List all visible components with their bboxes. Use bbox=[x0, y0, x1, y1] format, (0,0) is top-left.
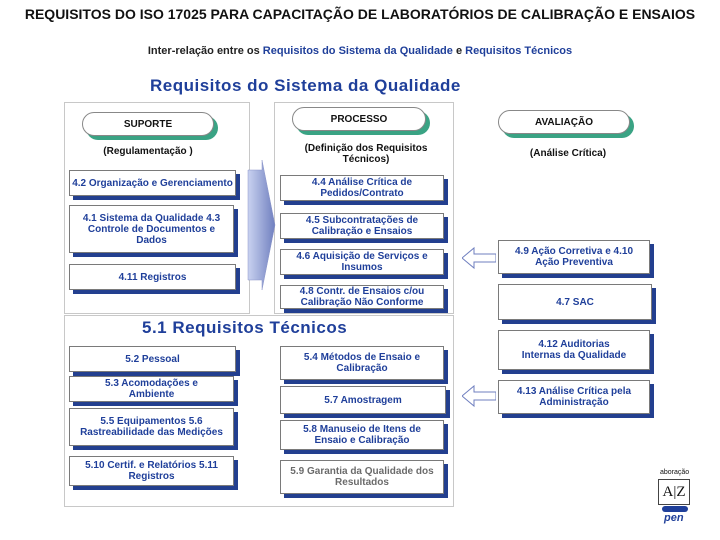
tech-left-item: 5.10 Certif. e Relatórios 5.11 Registros bbox=[69, 456, 234, 486]
quality-right-item: 4.12 Auditorias Internas da Qualidade bbox=[498, 330, 650, 370]
quality-right-item: 4.13 Análise Crítica pela Administração bbox=[498, 380, 650, 414]
tech-middle-item: 5.4 Métodos de Ensaio e Calibração bbox=[280, 346, 444, 380]
tech-middle-item: 5.7 Amostragem bbox=[280, 386, 446, 414]
tech-middle-item: 5.8 Manuseio de Itens de Ensaio e Calibr… bbox=[280, 420, 444, 450]
technical-title: 5.1 Requisitos Técnicos bbox=[142, 318, 348, 337]
flow-arrow-icon bbox=[247, 160, 276, 290]
processo-panel bbox=[274, 102, 454, 314]
processo-pill: PROCESSO bbox=[292, 107, 426, 131]
tech-left-item: 5.5 Equipamentos 5.6 Rastreabilidade das… bbox=[69, 408, 234, 446]
tech-left-item: 5.3 Acomodações e Ambiente bbox=[69, 376, 234, 402]
quality-system-title: Requisitos do Sistema da Qualidade bbox=[150, 76, 461, 95]
quality-right-item: 4.7 SAC bbox=[498, 284, 652, 320]
subtitle-part3: e bbox=[452, 45, 466, 57]
quality-left-item: 4.1 Sistema da Qualidade 4.3 Controle de… bbox=[69, 205, 234, 253]
quality-middle-item: 4.4 Análise Crítica de Pedidos/Contrato bbox=[280, 175, 444, 201]
quality-left-item: 4.11 Registros bbox=[69, 264, 236, 290]
subtitle-part4: Requisitos Técnicos bbox=[465, 45, 573, 57]
quality-middle-item: 4.5 Subcontratações de Calibração e Ensa… bbox=[280, 213, 444, 239]
logo-brand: pen bbox=[664, 512, 684, 524]
subtitle-part1: Inter-relação entre os bbox=[147, 45, 263, 57]
suporte-pill: SUPORTE bbox=[82, 112, 214, 136]
tech-left-item: 5.2 Pessoal bbox=[69, 346, 236, 372]
quality-middle-item: 4.8 Contr. de Ensaios c/ou Calibração Nã… bbox=[280, 285, 444, 309]
avaliacao-caption: (Análise Crítica) bbox=[529, 148, 607, 159]
quality-right-item: 4.9 Ação Corretiva e 4.10 Ação Preventiv… bbox=[498, 240, 650, 274]
arrow-left-icon bbox=[462, 384, 496, 408]
tech-middle-item: 5.9 Garantia da Qualidade dos Resultados bbox=[280, 460, 444, 494]
page-title: REQUISITOS DO ISO 17025 PARA CAPACITAÇÃO… bbox=[24, 6, 696, 22]
suporte-caption: (Regulamentação ) bbox=[103, 146, 193, 157]
processo-caption: (Definição dos Requisitos Técnicos) bbox=[304, 143, 428, 165]
quality-middle-item: 4.6 Aquisição de Serviços e Insumos bbox=[280, 249, 444, 275]
logo-caption: aboração bbox=[660, 469, 690, 476]
logo-bar-icon bbox=[662, 506, 688, 512]
subtitle: Inter-relação entre os Requisitos do Sis… bbox=[0, 45, 720, 57]
logo-mark: A|Z bbox=[658, 479, 690, 505]
arrow-left-icon bbox=[462, 246, 496, 270]
quality-left-item: 4.2 Organização e Gerenciamento bbox=[69, 170, 236, 196]
subtitle-part2: Requisitos do Sistema da Qualidade bbox=[262, 45, 453, 57]
avaliacao-pill: AVALIAÇÃO bbox=[498, 110, 630, 134]
